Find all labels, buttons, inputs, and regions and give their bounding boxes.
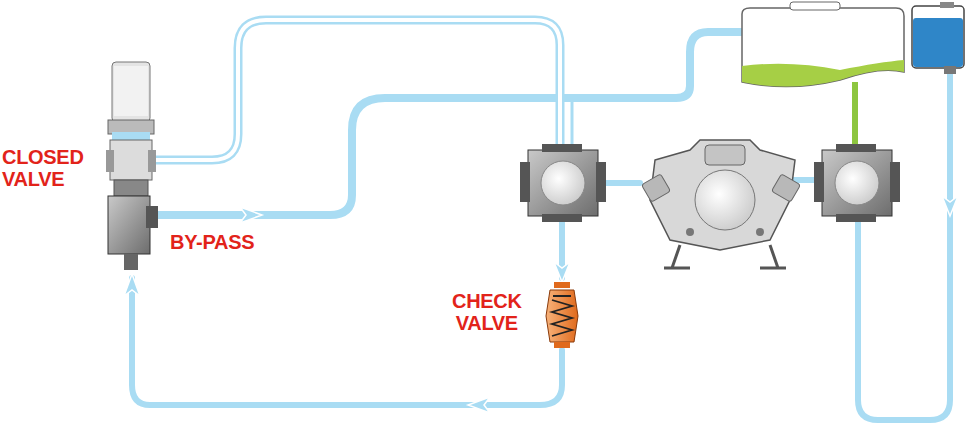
right-manifold: [814, 144, 900, 222]
water-tank: [912, 2, 964, 74]
main-tank: [742, 2, 904, 87]
left-manifold: [520, 144, 606, 222]
pump: [641, 140, 800, 268]
hollow-pipe: [150, 20, 560, 160]
return-pipe: [132, 278, 562, 405]
callout-label: CHECK VALVE: [452, 290, 522, 334]
closed-valve-symbol: [106, 62, 158, 270]
check-valve-symbol: [546, 282, 578, 348]
pipes: [132, 32, 950, 420]
hollow-pipe-core: [150, 20, 560, 160]
callout-label: CLOSED VALVE: [2, 146, 84, 190]
callout-label: BY-PASS: [170, 231, 254, 253]
water-pipe: [858, 72, 950, 420]
tank-outlet-pipe: [852, 82, 858, 150]
